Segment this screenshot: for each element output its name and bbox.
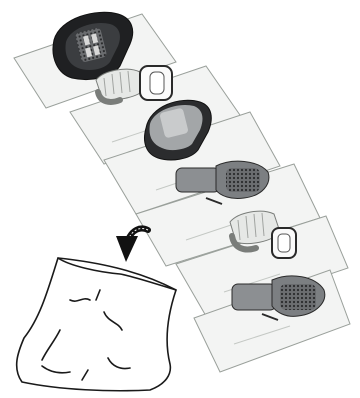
plastic-bag <box>17 258 176 391</box>
arrow-down-icon <box>116 228 148 262</box>
bag-outline <box>17 258 176 391</box>
